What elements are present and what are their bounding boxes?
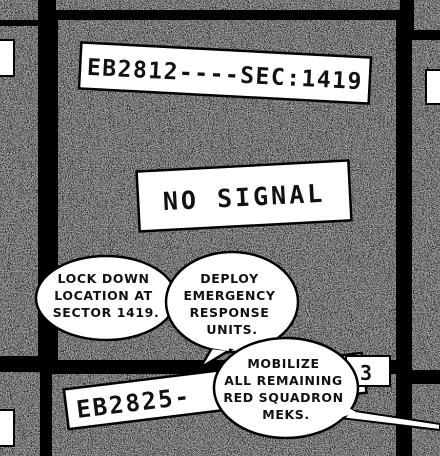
- speech-bubble-mobilize: MOBILIZE ALL REMAINING RED SQUADRON MEKS…: [212, 336, 360, 440]
- side-tab-right: [425, 69, 440, 105]
- screen-right: [412, 40, 440, 370]
- screen-top-right: [414, 0, 440, 30]
- bubble-1-line-1: LOCK DOWN: [58, 271, 150, 286]
- bubble-1-line-2: LOCATION AT: [54, 288, 152, 303]
- side-tab-left-top: [0, 39, 15, 77]
- svg-text:DEPLOY EMERGENCY R: DEPLOY EMERGENCY RESPONSE UNITS.: [184, 271, 281, 337]
- bubble-2-line-1: DEPLOY: [200, 271, 259, 286]
- bubble-2-line-3: RESPONSE: [190, 305, 270, 320]
- bubble-3-line-3: RED SQUADRON: [223, 390, 343, 405]
- svg-text:MOBILIZE ALL REMAINING: MOBILIZE ALL REMAINING RED SQUADRON MEKS…: [223, 356, 348, 422]
- screen-left: [0, 26, 38, 356]
- monitor-id-fragment-text: 3: [360, 361, 372, 385]
- side-tab-left-bottom: [0, 409, 15, 447]
- monitor-id-label-fragment: 3: [345, 355, 391, 387]
- bubble-2-line-2: EMERGENCY: [184, 288, 276, 303]
- bubble-3-line-1: MOBILIZE: [247, 356, 319, 371]
- screen-top-left: [0, 0, 38, 20]
- screen-bottom-right: [412, 384, 440, 456]
- monitor-id-label-top: EB2812----SEC:1419: [77, 41, 373, 105]
- bubble-3-line-2: ALL REMAINING: [224, 373, 343, 388]
- bubble-1-line-3: SECTOR 1419.: [53, 305, 160, 320]
- screen-top-center: [56, 0, 400, 10]
- bubble-2-line-4: UNITS.: [206, 322, 257, 337]
- speech-bubble-lockdown: LOCK DOWN LOCATION AT SECTOR 1419.: [34, 254, 178, 342]
- no-signal-box: NO SIGNAL: [135, 159, 353, 233]
- speech-bubble-deploy: DEPLOY EMERGENCY RESPONSE UNITS.: [164, 250, 300, 370]
- bubble-3-line-4: MEKS.: [262, 407, 309, 422]
- svg-text:LOCK DOWN LOCATION AT: LOCK DOWN LOCATION AT SECTOR 1419.: [53, 271, 160, 320]
